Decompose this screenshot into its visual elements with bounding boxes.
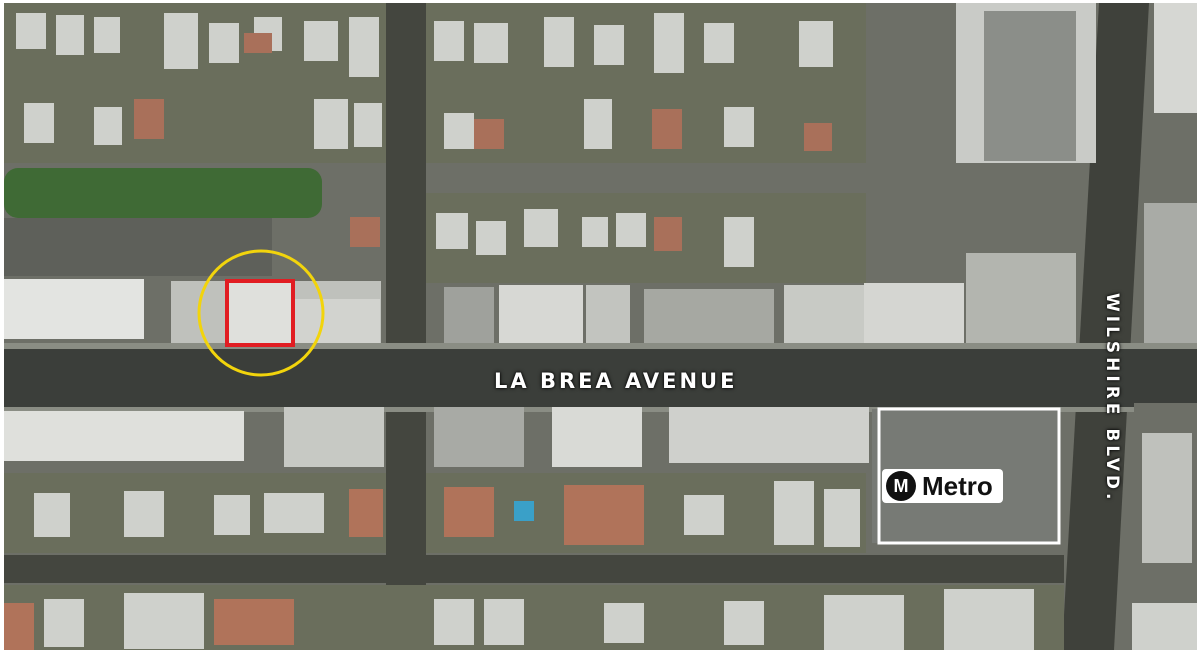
aerial-photo	[4, 3, 1197, 650]
highlight-circle	[197, 249, 325, 377]
la-brea-avenue-label: LA BREA AVENUE	[494, 369, 738, 393]
wilshire-blvd-text: WILSHIRE BLVD.	[1102, 293, 1122, 504]
metro-label: Metro	[922, 471, 993, 501]
subject-property-outline	[225, 279, 295, 347]
parking-lot-west	[4, 218, 272, 276]
la-brea-road	[4, 349, 1197, 407]
tower-block	[956, 3, 1197, 353]
metro-badge: M Metro	[882, 469, 1003, 503]
residential-block-north	[4, 3, 866, 163]
cross-street-south	[4, 555, 1064, 583]
metro-site-outline	[877, 407, 1061, 545]
residential-block-middle	[350, 193, 866, 283]
pool	[514, 501, 534, 521]
aerial-map: LA BREA AVENUE WILSHIRE BLVD. M Metro	[4, 3, 1197, 650]
metro-logo-icon: M	[886, 471, 916, 501]
residential-block-south	[4, 473, 1197, 650]
wilshire-road	[1062, 3, 1149, 650]
tree-row	[4, 168, 322, 218]
commercial-strip-north	[4, 253, 1076, 349]
side-street-west	[386, 3, 426, 650]
wilshire-blvd-label: WILSHIRE BLVD.	[1080, 293, 1122, 504]
